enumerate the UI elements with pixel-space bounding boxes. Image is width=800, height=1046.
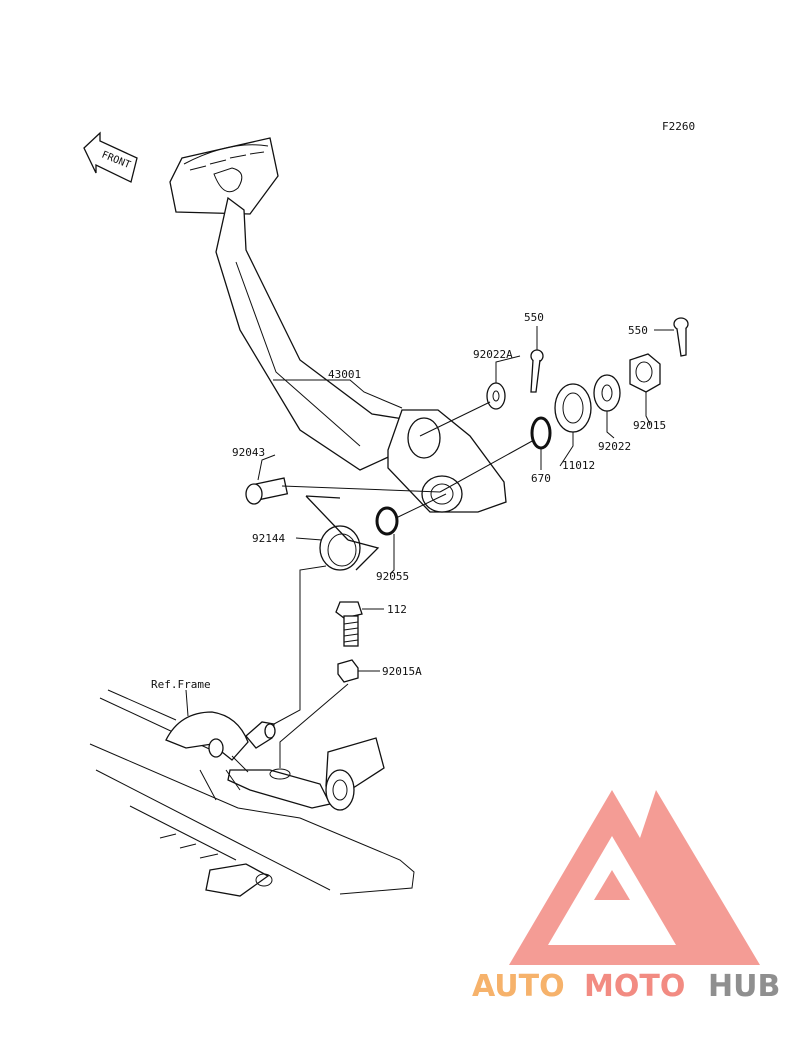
label-112: 112 [387, 603, 407, 616]
nut-92015A-part [337, 659, 359, 683]
diagram-code: F2260 [662, 120, 695, 133]
watermark-moto: MOTO [584, 969, 685, 1004]
label-92055: 92055 [376, 570, 409, 583]
frame-part [89, 689, 415, 897]
washer-92022A-part [486, 382, 506, 410]
label-92015A: 92015A [382, 665, 422, 678]
label-92144: 92144 [252, 532, 285, 545]
brake-pedal-part [169, 137, 507, 513]
label-670: 670 [531, 472, 551, 485]
bushing-11012-part [554, 383, 592, 433]
spring-92144-part [305, 495, 380, 571]
watermark-hub: HUB [708, 969, 780, 1004]
cotter-pin-550-part [530, 349, 544, 393]
label-ref-frame: Ref.Frame [151, 678, 211, 691]
label-92015: 92015 [633, 419, 666, 432]
bolt-112-part [335, 601, 363, 647]
watermark-auto: AUTO [472, 969, 565, 1004]
front-arrow-icon: FRONT [83, 131, 138, 183]
label-43001: 43001 [328, 368, 361, 381]
cotter-pin-550-right-part [673, 317, 689, 357]
label-92022: 92022 [598, 440, 631, 453]
label-92022A: 92022A [473, 348, 513, 361]
automotohub-logo-icon [509, 790, 760, 965]
washer-92022-part [593, 374, 621, 412]
collar-92015-part [629, 353, 661, 393]
o-ring-670-part [530, 416, 552, 450]
o-ring-92055-part [375, 506, 399, 536]
label-550-right: 550 [628, 324, 648, 337]
watermark-text: AUTO MOTO HUB [472, 969, 780, 1004]
label-92043: 92043 [232, 446, 265, 459]
label-550-left: 550 [524, 311, 544, 324]
pin-92043-part [245, 477, 289, 505]
label-11012: 11012 [562, 459, 595, 472]
leader-lines [185, 326, 674, 768]
